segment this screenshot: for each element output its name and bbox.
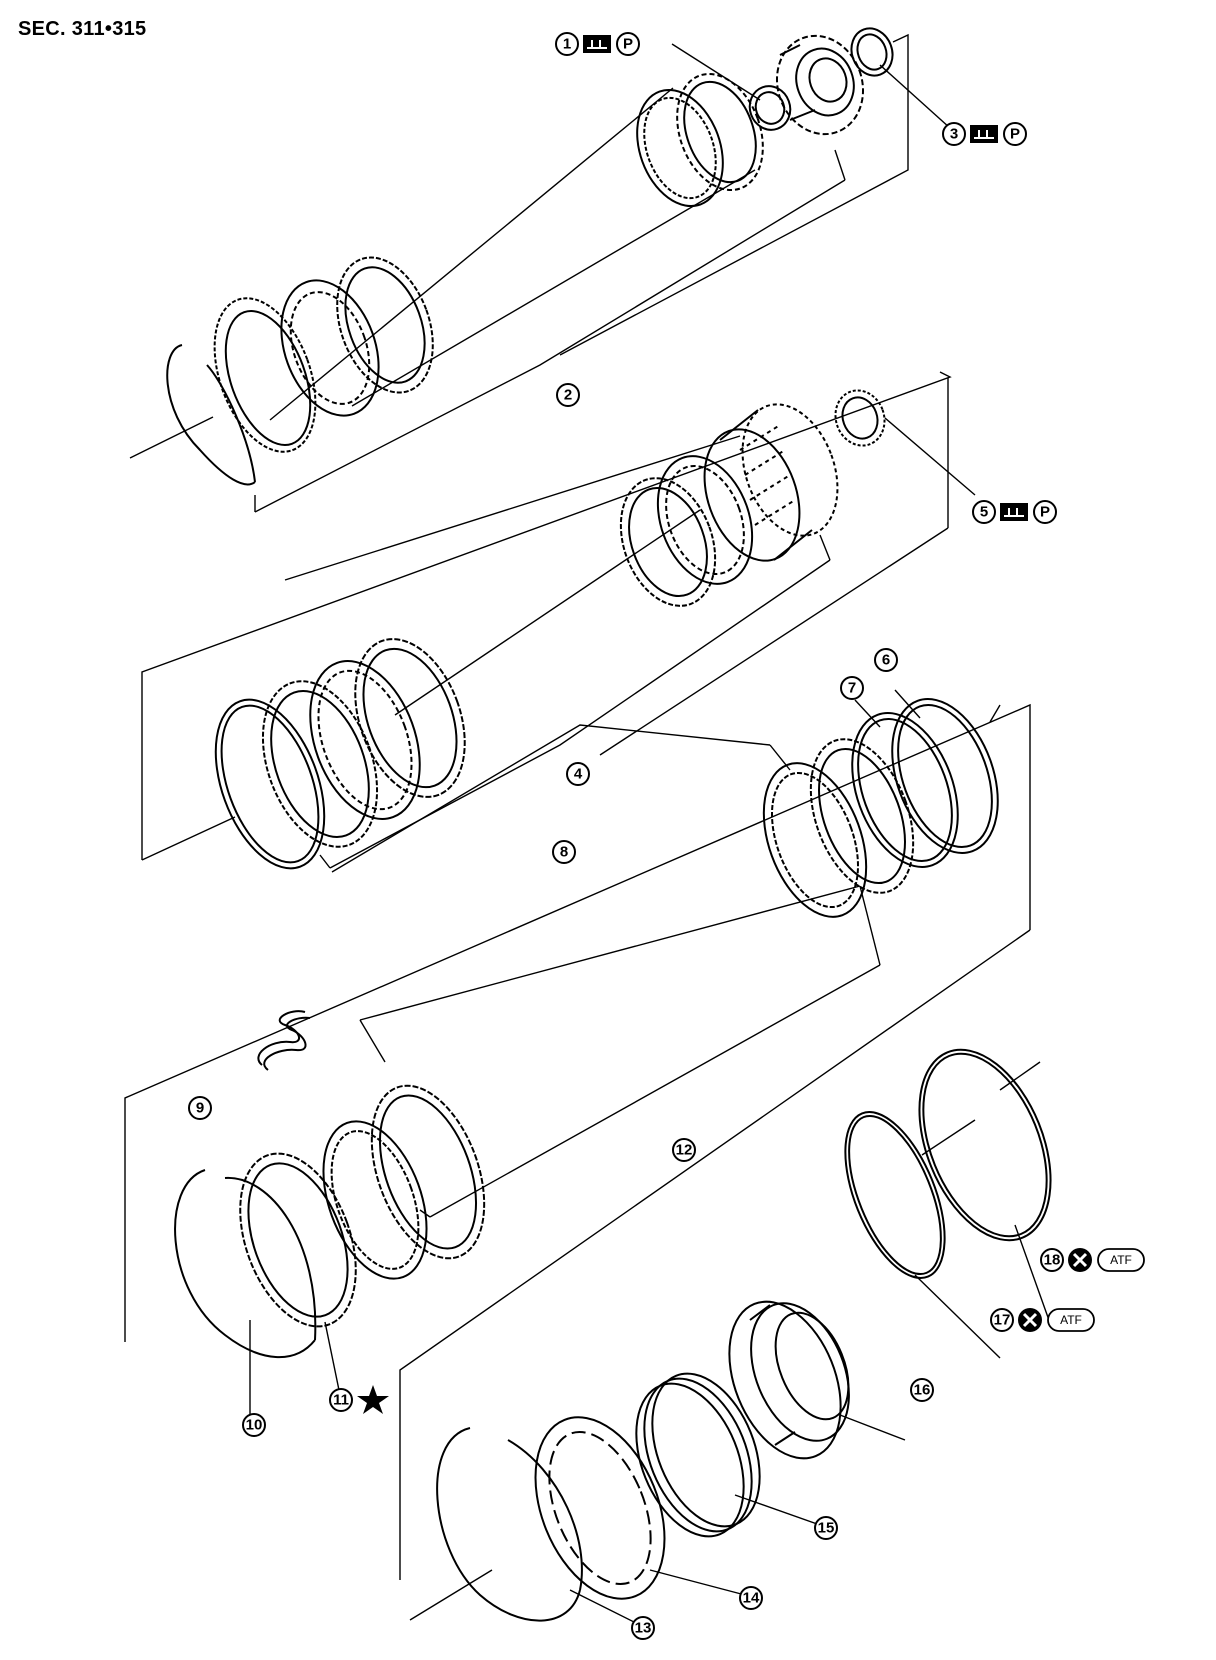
clutch-drum-middle <box>703 403 839 562</box>
return-spring-9 <box>257 1010 311 1071</box>
svg-text:ATF: ATF <box>1060 1313 1082 1327</box>
middle-assembly-group <box>141 371 976 870</box>
svg-text:9: 9 <box>196 1100 204 1117</box>
callout-1-petroleum-jelly: P <box>616 32 640 56</box>
callout-12: 12 <box>672 1138 696 1162</box>
do-not-reuse-icon <box>1018 1308 1042 1332</box>
drive-plate-12 <box>322 1120 428 1280</box>
seal-ring-7 <box>851 712 959 868</box>
thrust-washer-3 <box>850 27 894 77</box>
drive-plate-middle <box>309 660 421 820</box>
svg-text:18: 18 <box>1044 1252 1061 1269</box>
drive-plate-8 <box>809 738 915 894</box>
snap-ring-10 <box>174 1169 317 1359</box>
star-icon <box>357 1385 389 1414</box>
svg-text:P: P <box>1040 504 1050 521</box>
callout-13: 13 <box>631 1616 655 1640</box>
drive-plate-top <box>280 279 380 417</box>
spring-retainer-14 <box>534 1416 666 1600</box>
callout-3: 3 <box>942 122 966 146</box>
do-not-reuse-icon <box>1068 1248 1092 1272</box>
callout-17: 17 <box>990 1308 1014 1332</box>
clutch-hub-top <box>775 34 865 136</box>
svg-text:14: 14 <box>743 1590 760 1607</box>
piston-spring-15 <box>635 1372 761 1538</box>
driven-plate-8 <box>762 762 868 918</box>
leader-lines <box>249 1224 1051 1626</box>
bottom-group <box>409 1048 1052 1622</box>
svg-text:4: 4 <box>574 766 583 783</box>
callout-7: 7 <box>840 676 864 700</box>
driven-plate-middle-2 <box>619 477 717 607</box>
svg-text:1: 1 <box>563 36 571 53</box>
seal-ring-6 <box>891 698 999 854</box>
callout-11: 11 <box>329 1388 353 1412</box>
callout-1: 1 <box>555 32 579 56</box>
callout-5: 5 <box>972 500 996 524</box>
atf-symbol-17: ATF <box>1047 1308 1095 1332</box>
driven-plate-top <box>336 256 434 394</box>
drive-plate-middle-2 <box>656 455 754 585</box>
lower-middle-group <box>124 689 1031 1580</box>
section-title: SEC. 311•315 <box>18 18 147 40</box>
svg-text:P: P <box>623 36 633 53</box>
svg-text:15: 15 <box>818 1520 835 1537</box>
svg-text:2: 2 <box>564 387 572 404</box>
svg-text:6: 6 <box>882 652 890 669</box>
retaining-plate-11 <box>239 1152 357 1328</box>
svg-text:ATF: ATF <box>1110 1253 1132 1267</box>
tightening-torque-icon <box>1000 503 1028 521</box>
o-ring-17 <box>844 1111 946 1279</box>
callout-14: 14 <box>739 1586 763 1610</box>
svg-text:13: 13 <box>635 1620 652 1637</box>
svg-text:12: 12 <box>676 1142 693 1159</box>
callout-18: 18 <box>1040 1248 1064 1272</box>
driven-plate-middle <box>354 638 466 798</box>
o-ring-18 <box>918 1048 1052 1242</box>
svg-text:P: P <box>1010 126 1020 143</box>
tightening-torque-icon <box>583 35 611 53</box>
retaining-plate-middle <box>261 680 379 848</box>
driven-plate-12 <box>370 1084 486 1260</box>
snap-ring-top <box>166 344 256 486</box>
callout-8: 8 <box>552 840 576 864</box>
callout-5-petroleum-jelly: P <box>1033 500 1057 524</box>
svg-text:17: 17 <box>994 1312 1011 1329</box>
thrust-washer-1 <box>748 85 792 131</box>
callout-2: 2 <box>556 383 580 407</box>
piston-16 <box>728 1300 850 1460</box>
callout-10: 10 <box>242 1413 266 1437</box>
svg-text:7: 7 <box>848 680 856 697</box>
svg-text:5: 5 <box>980 504 988 521</box>
tightening-torque-icon <box>970 125 998 143</box>
driven-plate-top-2 <box>636 88 724 208</box>
svg-text:3: 3 <box>950 126 958 143</box>
svg-text:8: 8 <box>560 844 568 861</box>
svg-text:10: 10 <box>246 1417 263 1434</box>
drive-plate-top-2 <box>676 72 764 192</box>
callout-15: 15 <box>814 1516 838 1540</box>
retaining-plate-top <box>213 297 317 453</box>
callout-9: 9 <box>188 1096 212 1120</box>
callout-16: 16 <box>910 1378 934 1402</box>
snap-ring-middle <box>214 698 326 870</box>
callout-6: 6 <box>874 648 898 672</box>
svg-text:16: 16 <box>914 1382 931 1399</box>
snap-ring-13 <box>436 1427 583 1622</box>
callout-3-petroleum-jelly: P <box>1003 122 1027 146</box>
svg-text:11: 11 <box>333 1392 349 1409</box>
top-assembly-group <box>129 27 951 513</box>
atf-symbol-18: ATF <box>1097 1248 1145 1272</box>
callout-4: 4 <box>566 762 590 786</box>
